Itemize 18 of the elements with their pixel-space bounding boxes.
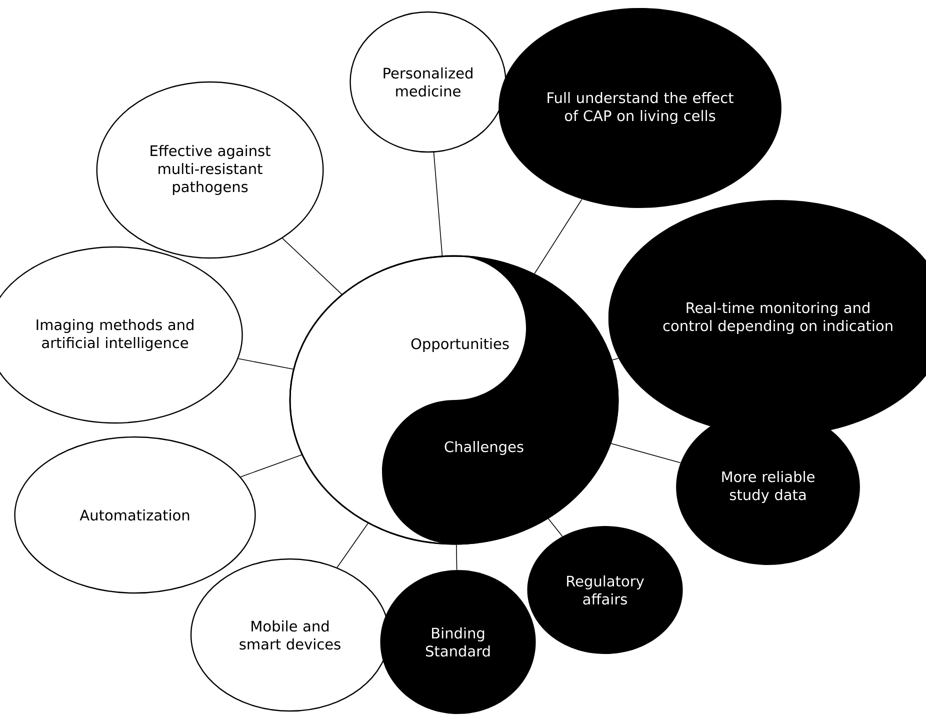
connector-line [433, 152, 443, 256]
connector-line [612, 358, 619, 360]
connector-line [282, 238, 342, 295]
circle-bubble: Effective against multi-resistant pathogens [96, 81, 324, 259]
connector-line [534, 198, 582, 274]
node-label: More reliable study data [722, 470, 814, 504]
circle-bubble: Automatization [14, 436, 256, 594]
circle-bubble: Mobile and smart devices [190, 558, 390, 712]
node-label: Challenges [444, 440, 524, 456]
connector-line [456, 544, 458, 570]
connector-line [238, 358, 294, 370]
circle-bubble: Personalized medicine [350, 11, 506, 153]
connector-line [548, 518, 563, 537]
node-label: Opportunities [411, 338, 509, 352]
connector-line [240, 454, 302, 478]
connector-line [610, 443, 681, 464]
circle-bubble: Imaging methods and artificial intelligence [0, 246, 243, 424]
connector-line [336, 522, 368, 568]
